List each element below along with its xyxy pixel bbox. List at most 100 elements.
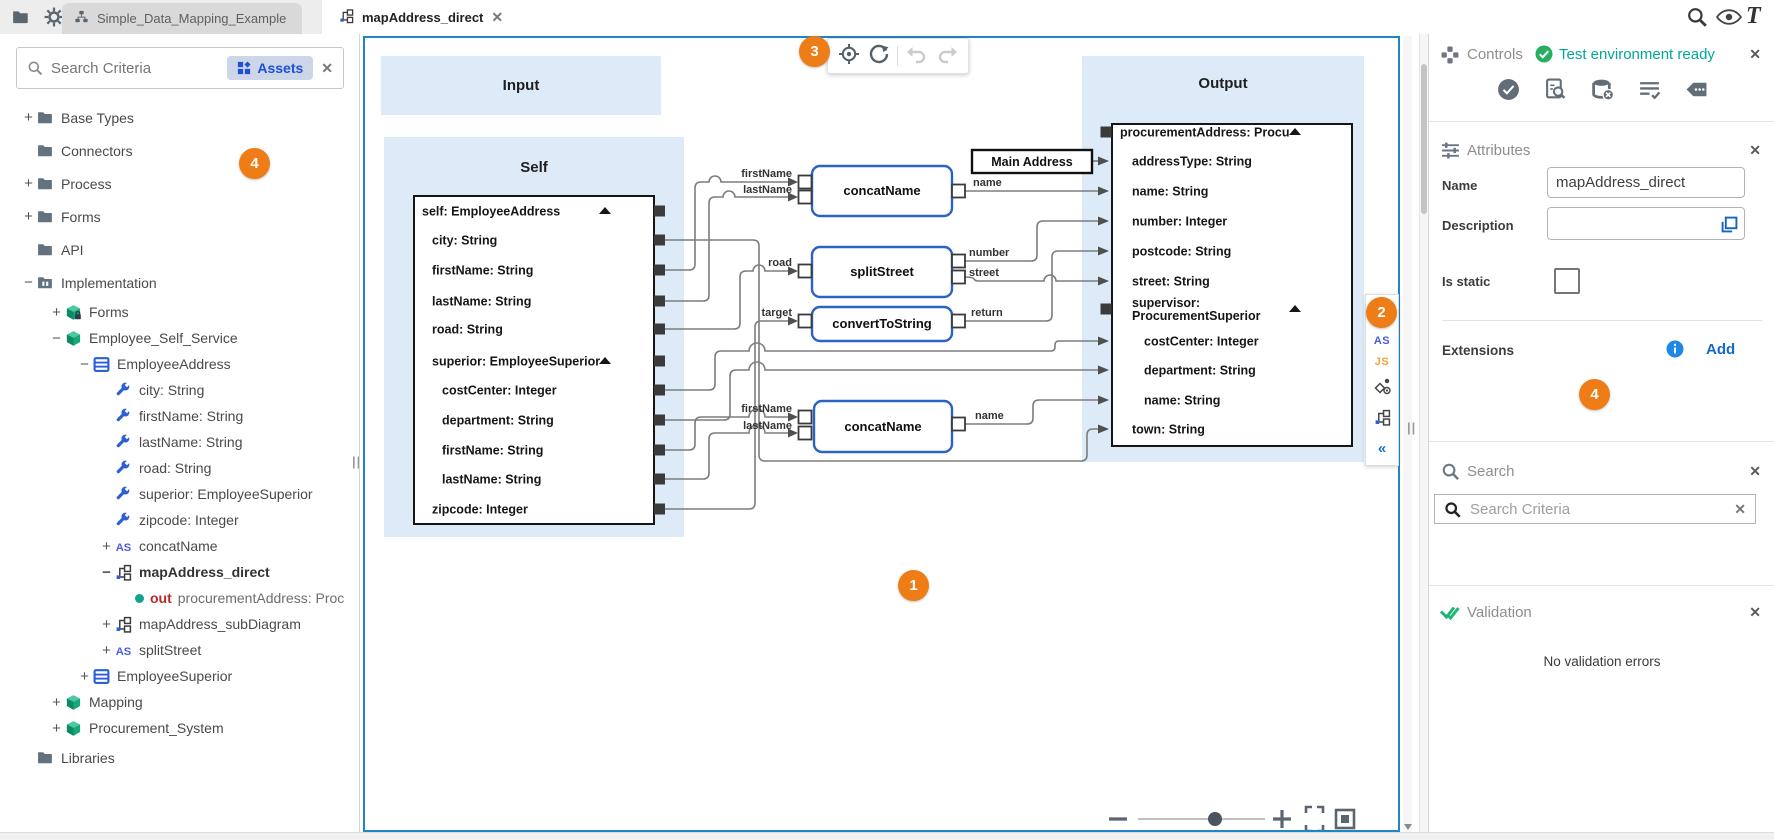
tag-icon[interactable] [1685, 78, 1708, 106]
validation-close-icon[interactable]: ✕ [1749, 604, 1761, 620]
tree-item-connectors[interactable]: Connectors [0, 134, 359, 167]
self-node-box[interactable] [413, 195, 655, 525]
search-icon[interactable] [1686, 6, 1708, 33]
run-check-icon[interactable] [1497, 78, 1520, 106]
self-row-label[interactable]: department: String [442, 414, 554, 428]
tree-item-road-string[interactable]: road: String [0, 455, 359, 481]
self-row-port[interactable] [654, 473, 665, 485]
tree-item-city-string[interactable]: city: String [0, 377, 359, 403]
right-panel-scrollbar[interactable] [1419, 34, 1428, 832]
self-row-label[interactable]: lastName: String [442, 473, 541, 487]
self-row-label[interactable]: costCenter: Integer [442, 384, 557, 398]
tree-item-mapaddress-subdiagram[interactable]: +mapAddress_subDiagram [0, 611, 359, 637]
output-row-label[interactable]: supervisor: [1132, 296, 1200, 310]
tree-item-superior-employeesuperior[interactable]: superior: EmployeeSuperior [0, 481, 359, 507]
tree-item-lastname-string[interactable]: lastName: String [0, 429, 359, 455]
tree-item-libraries[interactable]: Libraries [0, 741, 359, 774]
tree-item-zipcode-integer[interactable]: zipcode: Integer [0, 507, 359, 533]
self-row-label[interactable]: firstName: String [432, 264, 533, 278]
output-row-label[interactable]: town: String [1132, 423, 1205, 437]
undo-icon[interactable] [906, 43, 928, 70]
tree-item-forms[interactable]: +Forms [0, 200, 359, 233]
output-row-label[interactable]: number: Integer [1132, 215, 1227, 229]
condition-tool-icon[interactable] [1373, 377, 1391, 400]
add-extension-button[interactable]: Add [1706, 341, 1736, 358]
controls-close-icon[interactable]: ✕ [1749, 46, 1761, 62]
self-row-port[interactable] [654, 355, 665, 367]
fullscreen-icon[interactable] [1304, 805, 1325, 830]
assets-filter-chip[interactable]: Assets [227, 56, 314, 80]
gear-icon[interactable] [44, 7, 64, 32]
output-row-label[interactable]: addressType: String [1132, 155, 1252, 169]
self-row-label[interactable]: lastName: String [432, 295, 531, 309]
tree-item-base-types[interactable]: +Base Types [0, 101, 359, 134]
output-row-port[interactable] [1100, 303, 1112, 315]
self-row-port[interactable] [654, 384, 665, 396]
expander-icon[interactable]: + [24, 208, 33, 225]
subdiagram-tool-icon[interactable] [1374, 409, 1391, 431]
eye-icon[interactable] [1715, 8, 1743, 31]
redo-icon[interactable] [936, 43, 958, 70]
collapse-caret-icon[interactable] [599, 207, 611, 214]
expander-icon[interactable]: + [52, 693, 61, 711]
criteria-search-box[interactable]: Search Criteria ✕ [1434, 494, 1756, 524]
self-row-port[interactable] [654, 295, 665, 307]
tab-close-icon[interactable]: ✕ [491, 9, 504, 25]
locate-icon[interactable] [838, 43, 860, 70]
expander-icon[interactable]: + [102, 615, 111, 633]
tree-item-mapaddress-direct[interactable]: −mapAddress_direct [0, 559, 359, 585]
expander-icon[interactable]: + [52, 303, 61, 321]
tree-item-firstname-string[interactable]: firstName: String [0, 403, 359, 429]
output-node-box[interactable] [1111, 123, 1353, 447]
zoom-slider-handle[interactable] [1208, 812, 1222, 826]
expander-icon[interactable]: − [80, 355, 89, 373]
expander-icon[interactable]: + [102, 641, 111, 659]
canvas-scrollbar[interactable] [1403, 36, 1412, 832]
self-row-label[interactable]: self: EmployeeAddress [422, 205, 560, 219]
output-row-port[interactable] [1100, 126, 1112, 138]
expander-icon[interactable]: − [52, 329, 61, 347]
output-row-label[interactable]: procurementAddress: ProcurementAddress [1120, 126, 1381, 140]
tree-item-procurement-system[interactable]: +Procurement_System [0, 715, 359, 741]
sidebar-resize-handle[interactable]: || [352, 454, 359, 469]
output-row-label[interactable]: name: String [1132, 185, 1208, 199]
scrollbar-thumb[interactable] [1421, 64, 1427, 214]
zoom-controls[interactable] [1109, 805, 1356, 830]
output-node-rows[interactable]: procurementAddress: ProcurementAddress ad… [1120, 126, 1381, 437]
self-row-port[interactable] [654, 323, 665, 335]
sidebar-search-placeholder[interactable]: Search Criteria [51, 59, 152, 77]
tree-item-forms[interactable]: +Forms [0, 299, 359, 325]
folder-icon[interactable] [11, 8, 31, 31]
sidebar-search-box[interactable]: Search Criteria Assets ✕ [16, 47, 344, 89]
is-static-checkbox[interactable] [1554, 268, 1580, 294]
mapping-canvas[interactable]: Input Self Output c [363, 36, 1400, 832]
self-row-port[interactable] [654, 503, 665, 515]
self-row-label[interactable]: superior: EmployeeSuperior [432, 355, 600, 369]
text-tool-icon[interactable]: T [1746, 3, 1761, 29]
function-ports[interactable] [797, 174, 966, 441]
search-clear-icon[interactable]: ✕ [321, 60, 333, 76]
collapse-toolbar-icon[interactable]: « [1377, 439, 1387, 457]
collapse-caret-icon[interactable] [599, 357, 611, 364]
scroll-down-icon[interactable] [1404, 824, 1412, 830]
output-row-label[interactable]: postcode: String [1132, 245, 1231, 259]
output-row-label[interactable]: street: String [1132, 275, 1210, 289]
info-icon[interactable] [1666, 340, 1684, 363]
description-field[interactable] [1547, 207, 1745, 240]
refresh-icon[interactable] [868, 43, 890, 70]
name-field[interactable] [1547, 167, 1745, 198]
criteria-placeholder[interactable]: Search Criteria [1470, 500, 1571, 518]
criteria-clear-icon[interactable]: ✕ [1734, 501, 1746, 517]
self-row-port[interactable] [654, 205, 665, 217]
output-row-label[interactable]: name: String [1144, 394, 1220, 408]
as-script-tool[interactable]: AS [1373, 334, 1391, 347]
tree-item-mapping[interactable]: +Mapping [0, 689, 359, 715]
self-row-port[interactable] [654, 444, 665, 456]
expander-icon[interactable]: + [102, 537, 111, 555]
fit-view-icon[interactable] [1334, 808, 1356, 830]
output-row-label[interactable]: costCenter: Integer [1144, 335, 1259, 349]
tree-item-implementation[interactable]: −Implementation [0, 266, 359, 299]
